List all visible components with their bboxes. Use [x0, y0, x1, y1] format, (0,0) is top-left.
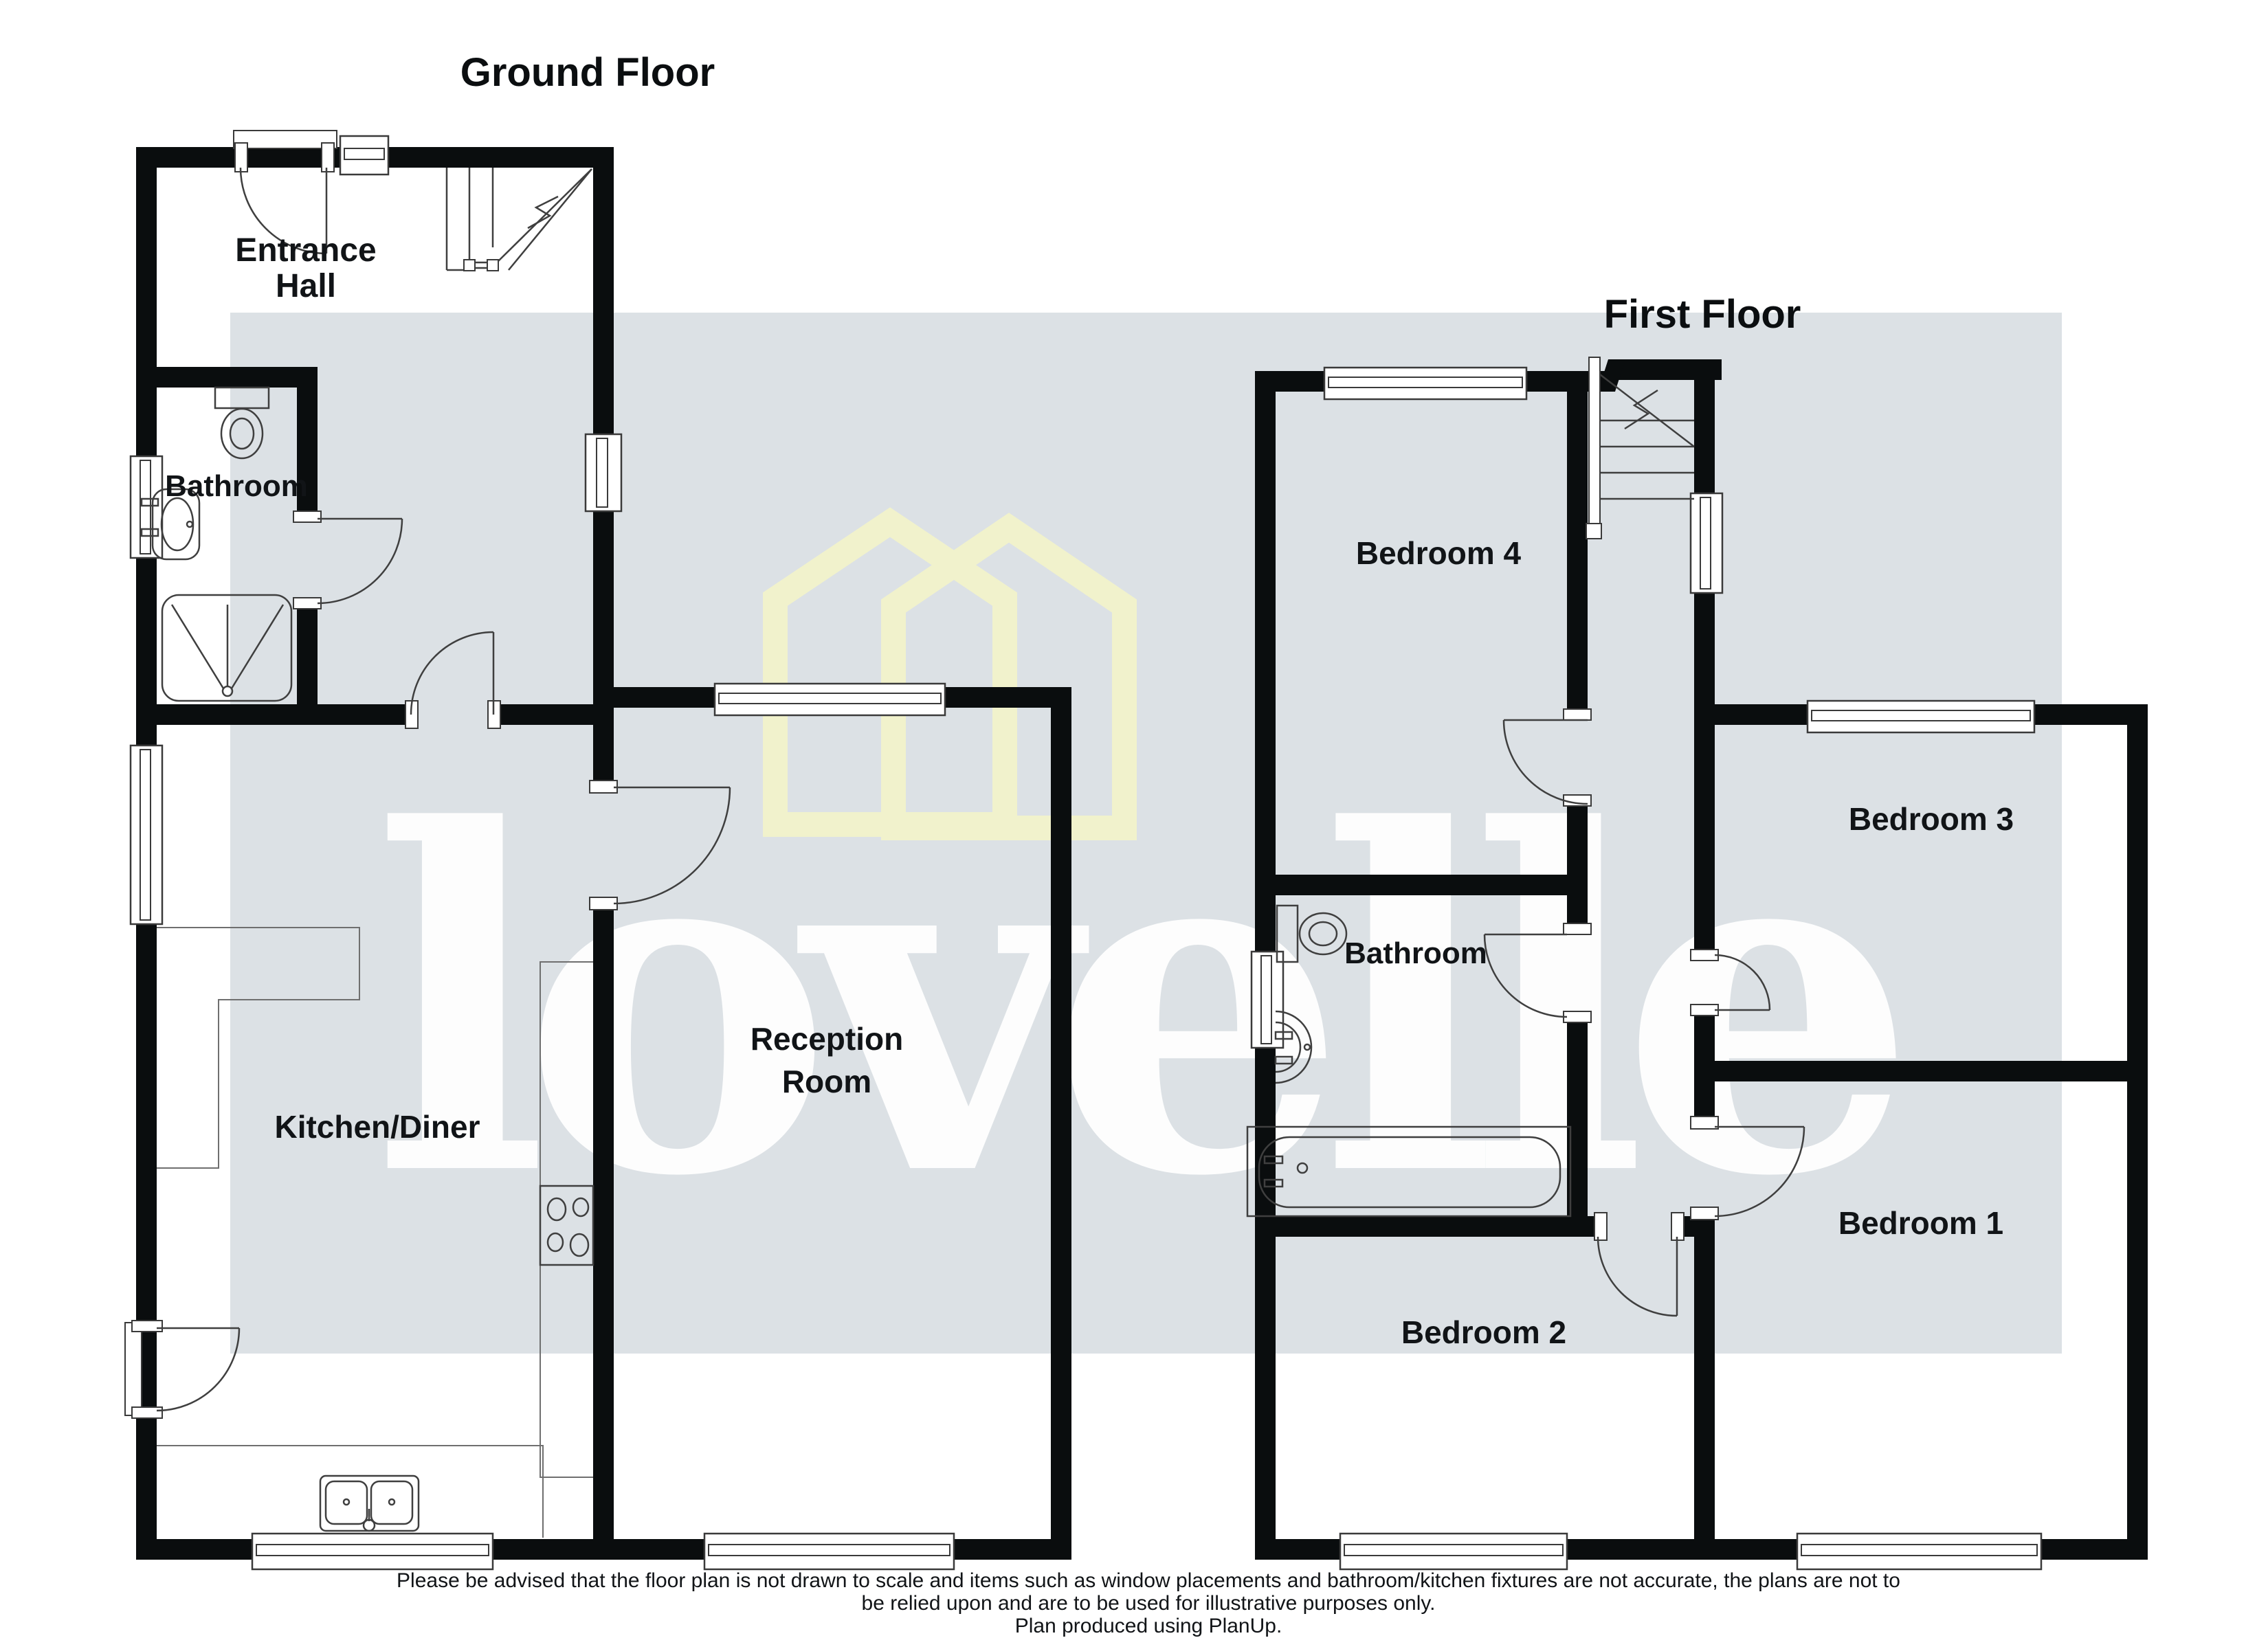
room-label-entrance-hall: Hall	[276, 268, 336, 304]
first-windows	[1250, 366, 2043, 1571]
room-label-bathroom-ground: Bathroom	[165, 469, 308, 503]
ground-windows	[129, 135, 955, 1571]
basin	[1274, 1010, 1313, 1084]
disclaimer-line-2: be relied upon and are to be used for il…	[862, 1592, 1436, 1615]
footer-disclaimer: Please be advised that the floor plan is…	[397, 1569, 1900, 1637]
window	[584, 433, 623, 513]
reception-door	[589, 780, 731, 910]
window	[1806, 699, 2036, 734]
bedroom1-door	[1690, 1116, 1805, 1220]
ground-doors	[124, 130, 731, 1419]
bathroom-door	[293, 511, 403, 609]
disclaimer-line-1: Please be advised that the floor plan is…	[397, 1569, 1900, 1592]
counter	[157, 927, 360, 1169]
first-floor-plan	[1246, 357, 2148, 1571]
bedroom2-door	[1594, 1212, 1685, 1317]
window	[339, 135, 390, 176]
toilet	[214, 386, 270, 460]
bathtub	[1246, 1125, 1572, 1218]
back-door	[124, 1320, 241, 1419]
room-label-bathroom-first: Bathroom	[1344, 936, 1487, 970]
ground-staircase	[445, 168, 592, 271]
watermark-house-icon	[763, 507, 1017, 837]
ground-floor-title: Ground Floor	[460, 50, 715, 95]
kitchen-fixtures	[157, 927, 594, 1538]
basin	[140, 488, 201, 561]
window	[1796, 1532, 2043, 1571]
toilet	[1276, 904, 1348, 963]
kitchen-door	[405, 631, 501, 729]
room-label-kitchen-diner: Kitchen/Diner	[274, 1109, 480, 1145]
window	[129, 455, 164, 559]
room-label-reception: Reception	[751, 1021, 903, 1057]
window	[703, 1532, 955, 1571]
room-label-bedroom-4: Bedroom 4	[1356, 535, 1522, 571]
bedroom3-door	[1690, 949, 1771, 1016]
first-staircase	[1586, 357, 1695, 539]
room-label-entrance-hall: Entrance	[235, 232, 376, 269]
bedroom4-door	[1502, 708, 1592, 807]
window	[1250, 950, 1285, 1049]
room-label-bedroom-2: Bedroom 2	[1401, 1314, 1566, 1350]
first-bathroom-fixtures	[1246, 904, 1572, 1218]
ground-floor-plan	[124, 130, 1071, 1571]
room-label-reception: Room	[782, 1064, 871, 1099]
window	[251, 1532, 494, 1571]
watermark-house-icon	[881, 513, 1137, 840]
window	[1323, 366, 1528, 401]
counter	[157, 1445, 544, 1538]
window	[1339, 1532, 1568, 1571]
window	[713, 682, 946, 717]
first-bathroom-door	[1483, 923, 1592, 1023]
watermark: lovelle	[230, 313, 2062, 1354]
room-label-bedroom-1: Bedroom 1	[1838, 1205, 2003, 1241]
shower	[161, 594, 293, 702]
window	[1689, 492, 1724, 594]
front-door	[233, 130, 337, 255]
watermark-grey-panel	[230, 313, 2062, 1354]
ground-bathroom-fixtures	[140, 386, 293, 702]
stove	[539, 1185, 594, 1266]
watermark-brand-text: lovelle	[372, 730, 1898, 1279]
first-floor-title: First Floor	[1604, 292, 1801, 337]
window	[129, 744, 164, 926]
first-doors	[1483, 708, 1805, 1317]
room-label-bedroom-3: Bedroom 3	[1849, 801, 2014, 837]
disclaimer-line-3: Plan produced using PlanUp.	[1015, 1615, 1282, 1637]
labels: Ground Floor First Floor Entrance Hall B…	[165, 50, 2014, 1350]
kitchen-sink	[319, 1474, 420, 1532]
